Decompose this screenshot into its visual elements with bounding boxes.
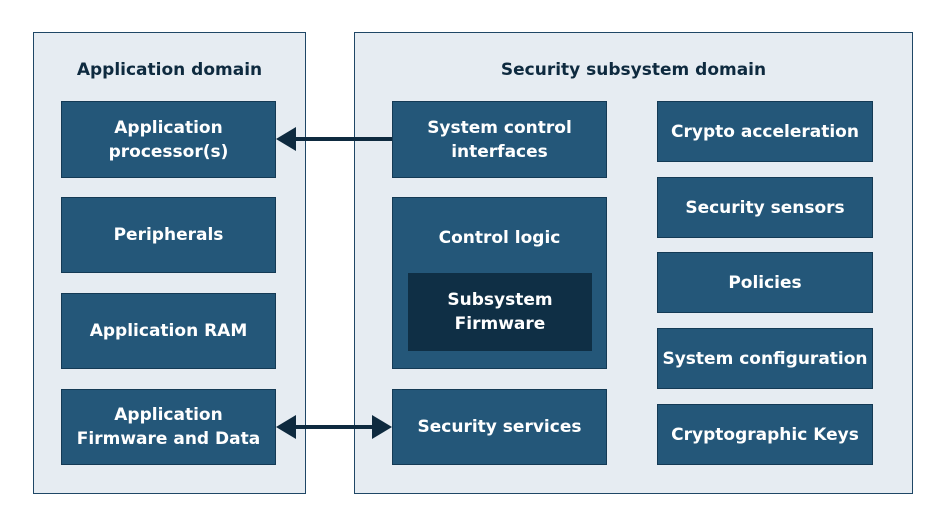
security-sensors-block: Security sensors [657,177,873,238]
system-control-interfaces-block: System control interfaces [392,101,607,178]
peripherals-block: Peripherals [61,197,276,273]
cryptographic-keys-block: Cryptographic Keys [657,404,873,465]
control-to-processor-arrow [276,127,392,151]
application-firmware-label: Application Firmware and Data [76,405,261,449]
security-services-label: Security services [417,417,582,437]
application-firmware-block: Application Firmware and Data [61,389,276,465]
application-processor-block: Application processor(s) [61,101,276,178]
subsystem-firmware-block: Subsystem Firmware [408,273,592,351]
application-ram-block: Application RAM [61,293,276,369]
control-logic-label: Control logic [438,228,561,248]
policies-label: Policies [728,272,802,293]
peripherals-label: Peripherals [113,225,224,245]
security-services-block: Security services [392,389,607,465]
crypto-acceleration-block: Crypto acceleration [657,101,873,162]
security-domain-title: Security subsystem domain [500,60,767,80]
system-control-interfaces-label: System control interfaces [427,117,572,162]
firmware-services-bidirectional-arrow [276,415,392,439]
subsystem-firmware-label: Subsystem Firmware [447,290,553,334]
policies-block: Policies [657,252,873,313]
cryptographic-keys-label: Cryptographic Keys [671,424,859,445]
security-sensors-label: Security sensors [685,197,845,218]
system-configuration-label: System configuration [662,348,868,369]
application-domain-title: Application domain [76,60,263,80]
crypto-acceleration-label: Crypto acceleration [671,121,859,142]
system-configuration-block: System configuration [657,328,873,389]
application-processor-label: Application processor(s) [108,117,229,162]
application-ram-label: Application RAM [89,321,248,341]
